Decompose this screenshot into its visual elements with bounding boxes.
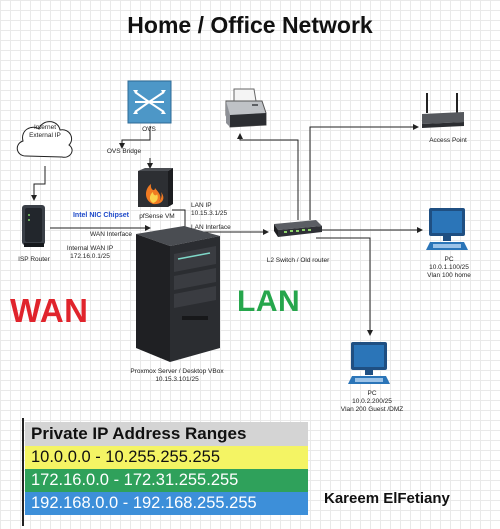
- internet-cloud-icon: [12, 112, 78, 166]
- pfsense-firewall-icon: [135, 168, 173, 208]
- ovs-bridge-label: OVS Bridge: [106, 148, 142, 155]
- pc-guest-icon: [346, 340, 392, 386]
- table-row: 172.16.0.0 - 172.31.255.255: [25, 469, 308, 492]
- l2-switch-icon: [268, 218, 324, 240]
- pc-guest-label: PC 10.0.2.200/25 Vlan 200 Guest /DMZ: [340, 390, 404, 413]
- page-title: Home / Office Network: [127, 12, 373, 38]
- private-ip-table: Private IP Address Ranges 10.0.0.0 - 10.…: [25, 422, 308, 515]
- isp-router-icon: [19, 203, 49, 249]
- table-header: Private IP Address Ranges: [25, 422, 308, 446]
- proxmox-server-icon: [122, 224, 222, 364]
- lan-ip-label: LAN IP 10.15.3.1/25: [191, 202, 228, 217]
- isp-router-label: ISP Router: [18, 256, 50, 263]
- ovs-switch-icon: [127, 80, 172, 124]
- printer-icon: [222, 85, 268, 131]
- pc-home-label: PC 10.0.1.100/25 Vlan 100 home: [427, 256, 471, 279]
- table-row: 192.168.0.0 - 192.168.255.255: [25, 492, 308, 515]
- access-point-label: Access Point: [429, 137, 467, 144]
- l2-switch-label: L2 Switch / Old router: [266, 257, 330, 264]
- nic-chipset-label: Intel NIC Chipset: [72, 212, 129, 219]
- proxmox-label: Proxmox Server / Desktop VBox 10.15.3.10…: [130, 368, 224, 383]
- wan-zone-label: WAN: [10, 292, 89, 329]
- internet-label: Internet External IP: [29, 124, 61, 139]
- lan-zone-label: LAN: [237, 285, 301, 318]
- author-credit: Kareem ElFetiany: [324, 490, 450, 507]
- lan-interface-label: LAN Interface: [191, 224, 231, 231]
- pc-home-icon: [424, 206, 470, 252]
- internal-wan-ip-label: Internal WAN IP 172.16.0.1/25: [66, 245, 114, 260]
- table-left-border: [22, 418, 24, 526]
- pfsense-label: pfSense VM: [139, 213, 175, 220]
- ovs-label: OVS: [142, 126, 156, 133]
- table-row: 10.0.0.0 - 10.255.255.255: [25, 446, 308, 469]
- access-point-icon: [420, 90, 466, 130]
- wan-interface-label: WAN Interface: [89, 231, 133, 238]
